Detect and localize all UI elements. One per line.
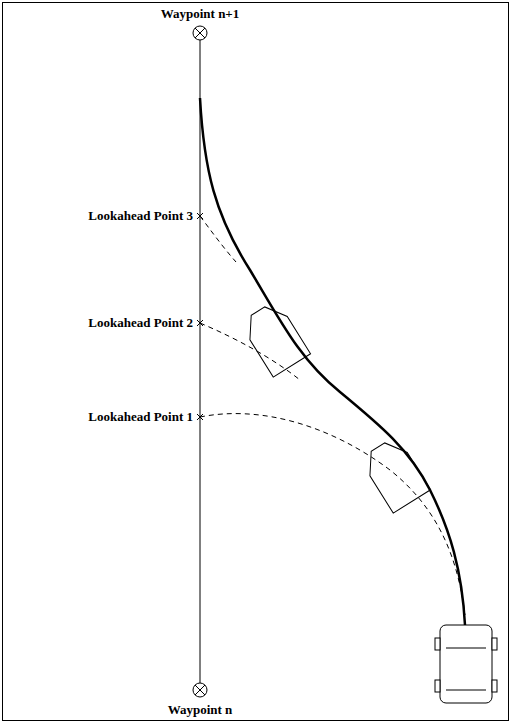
- lookahead-label: Lookahead Point 3: [88, 209, 193, 223]
- vehicle-outline: [359, 436, 430, 514]
- vehicle-outline: [239, 300, 310, 378]
- lookahead-label: Lookahead Point 1: [88, 410, 193, 424]
- waypoint-label: Waypoint n+1: [161, 7, 240, 21]
- lookahead-arcs: [200, 216, 465, 615]
- lookahead-label: Lookahead Point 2: [88, 316, 193, 330]
- vehicle-trajectory: [200, 98, 465, 625]
- waypoint-bottom: [193, 683, 207, 697]
- waypoint-top: [193, 26, 207, 40]
- vehicle-car: [435, 625, 497, 703]
- lookahead-marks: [197, 213, 203, 420]
- path-line: [200, 40, 201, 683]
- frame: [3, 3, 509, 721]
- waypoint-label: Waypoint n: [168, 703, 233, 717]
